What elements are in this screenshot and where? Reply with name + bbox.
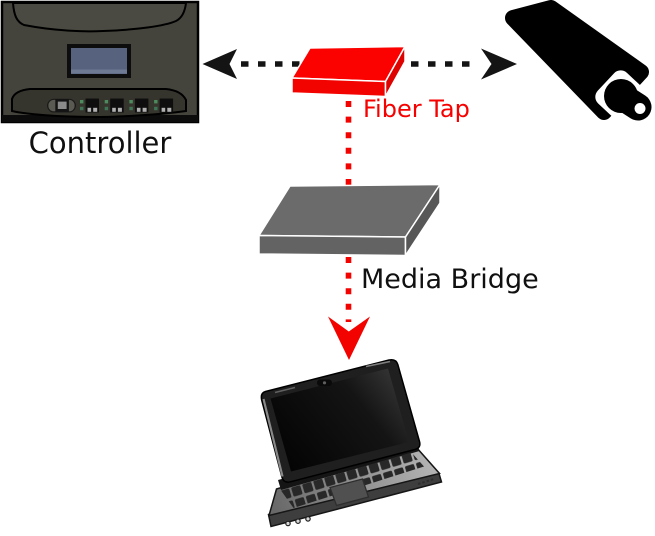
laptop-bezel-reflection-left <box>274 386 296 394</box>
tap-feed-arrowhead <box>328 316 370 360</box>
media-bridge-box <box>257 181 442 259</box>
laptop-touchpad <box>329 478 370 507</box>
laptop-keyboard <box>281 452 424 508</box>
right-arrowhead <box>481 48 517 80</box>
laptop-lid-edge-highlight <box>262 398 284 477</box>
laptop-bezel-reflection <box>365 360 391 368</box>
controller-label: Controller <box>28 126 172 160</box>
laptop-screen <box>270 368 409 472</box>
left-arrowhead <box>202 49 237 79</box>
media-bridge-front-face <box>258 234 407 257</box>
connector-tip <box>629 98 651 119</box>
media-bridge-label: Media Bridge <box>361 264 539 295</box>
fiber-tap-side-face <box>384 43 406 100</box>
controller-device <box>0 0 200 124</box>
controller-base-strip <box>2 115 198 122</box>
media-bridge-side-face <box>404 181 441 259</box>
laptop-status-lights <box>417 478 435 485</box>
fiber-tap-front-face <box>291 77 387 98</box>
laptop-device <box>260 358 443 528</box>
fiber-tap-box <box>290 43 407 100</box>
ethernet-ports <box>80 98 174 113</box>
fiber-connector-device <box>505 0 652 124</box>
laptop-webcam-lens <box>322 381 327 385</box>
controller-lcd-screen <box>67 44 131 78</box>
serial-port-icon <box>46 98 76 113</box>
fiber-tap-label: Fiber Tap <box>363 95 470 123</box>
laptop-front-ports <box>285 516 311 527</box>
controller-hood <box>11 2 188 33</box>
